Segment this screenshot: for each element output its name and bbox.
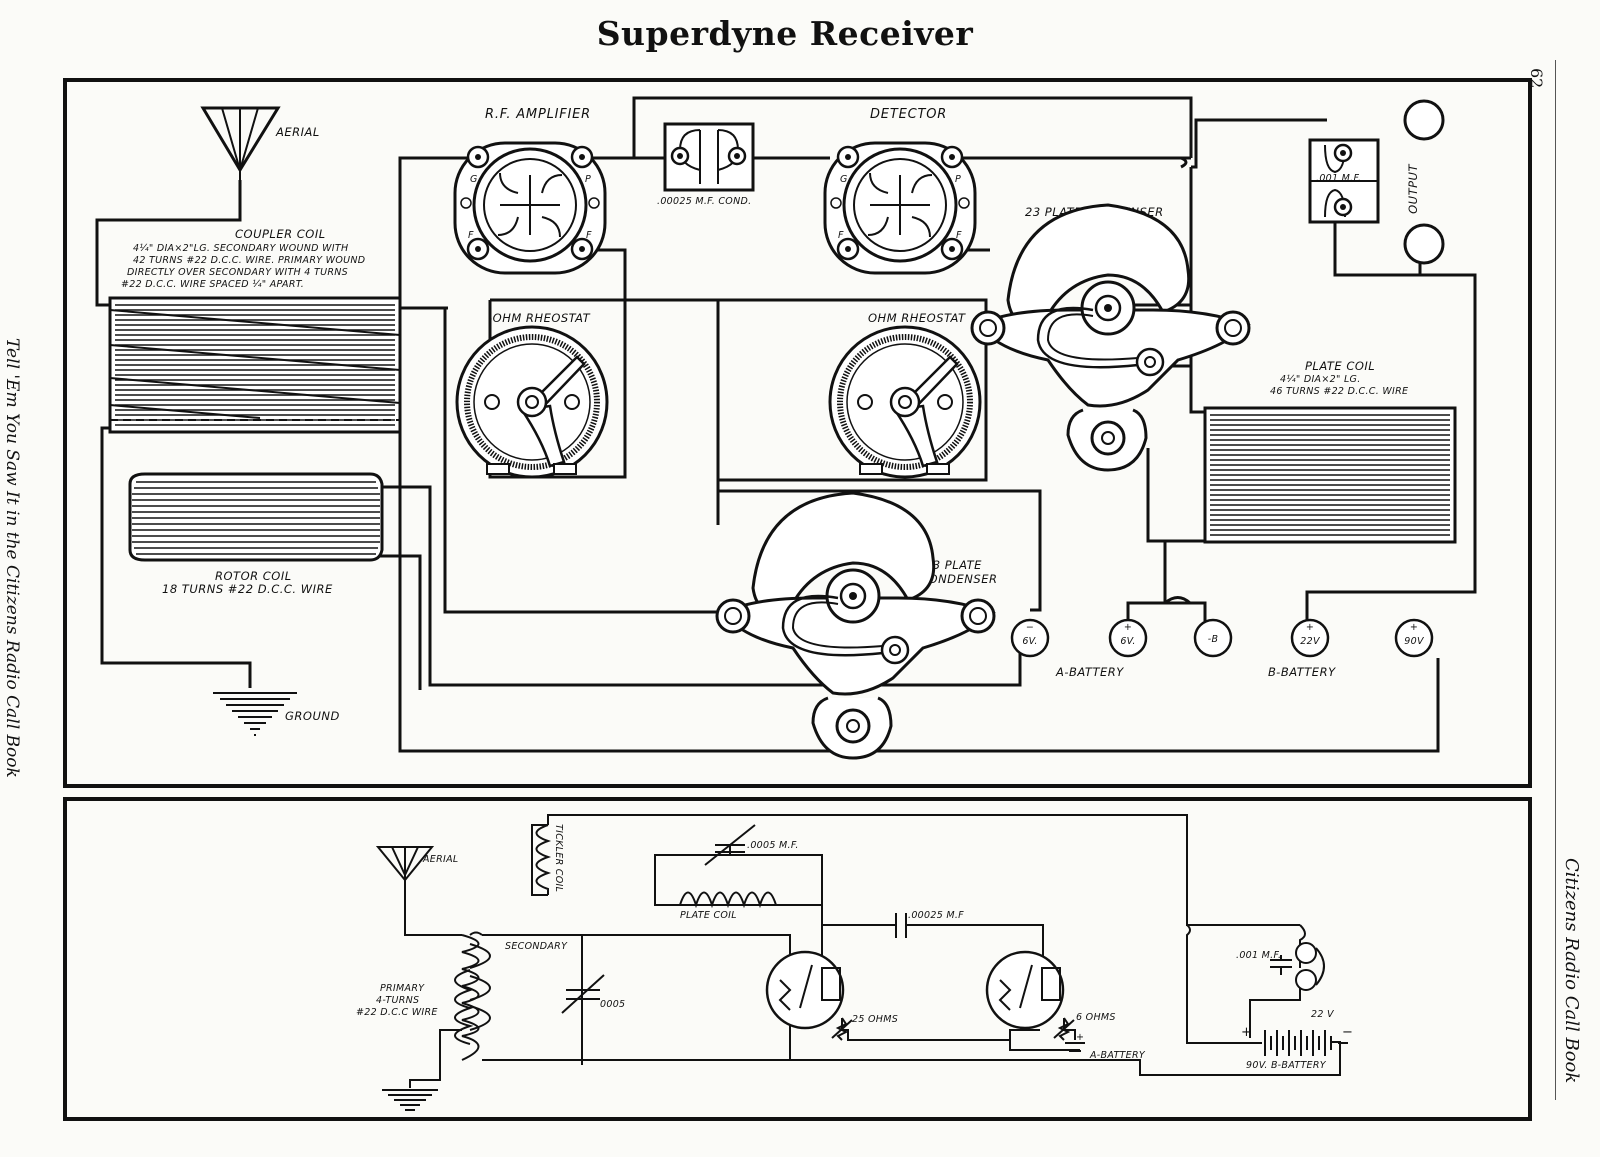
rf-socket-pin-f2: F bbox=[586, 230, 592, 241]
terminal-a-plus-label: 6V. bbox=[1120, 636, 1135, 647]
schematic-var-cond-label: .0005 M.F. bbox=[747, 840, 799, 851]
ground-label: GROUND bbox=[285, 709, 340, 723]
grid-condenser-drawing bbox=[663, 122, 755, 192]
schematic-ground-icon bbox=[382, 1089, 438, 1111]
schematic-tickler-label: TICKLER COIL bbox=[553, 824, 564, 892]
plate-coil-drawing bbox=[1203, 406, 1457, 544]
output-jack-top bbox=[1403, 99, 1445, 141]
det-socket-pin-p: P bbox=[955, 174, 961, 185]
plate-condenser-lower bbox=[715, 491, 996, 760]
schematic-tickler-coil bbox=[535, 824, 552, 895]
aerial-label: AERIAL bbox=[275, 125, 320, 139]
schematic-rheostat-25-label: 25 OHMS bbox=[852, 1014, 898, 1025]
coupler-coil-desc-4: #22 D.C.C. WIRE SPACED ¼" APART. bbox=[121, 279, 304, 290]
plate-condenser-lower-label-2: CONDENSER bbox=[920, 572, 997, 586]
schematic-plate-coil-label: PLATE COIL bbox=[680, 910, 737, 921]
rotor-coil-drawing bbox=[128, 472, 384, 562]
terminal-b-22v-label: 22V bbox=[1300, 636, 1321, 647]
rf-socket-pin-p: P bbox=[585, 174, 591, 185]
schematic-b-battery-label: 90V. B-BATTERY bbox=[1246, 1060, 1327, 1071]
schematic-rf-tube bbox=[765, 950, 845, 1030]
rf-amplifier-label: R.F. AMPLIFIER bbox=[485, 107, 591, 122]
schematic-a-battery-label: A-BATTERY bbox=[1089, 1050, 1146, 1061]
terminal-a-minus-label: 6V. bbox=[1022, 636, 1037, 647]
schematic-tuning-condenser-label: 0005 bbox=[600, 999, 625, 1010]
schematic-grid-condenser bbox=[895, 913, 907, 938]
det-socket-pin-f1: F bbox=[838, 230, 844, 241]
schematic-primary-label-1: PRIMARY bbox=[380, 983, 425, 994]
output-condenser-label: .001 M.F. bbox=[1316, 173, 1361, 184]
terminal-b-90v-label: 90V bbox=[1404, 636, 1425, 647]
schematic-panel-frame bbox=[63, 797, 1532, 1121]
output-condenser-drawing bbox=[1308, 138, 1380, 224]
coupler-coil-desc-3: DIRECTLY OVER SECONDARY WITH 4 TURNS bbox=[127, 267, 348, 278]
schematic-coupler-coil bbox=[454, 934, 491, 1061]
coupler-coil-title: COUPLER COIL bbox=[235, 227, 326, 241]
detector-label: DETECTOR bbox=[870, 107, 947, 122]
schematic-aerial-label: AERIAL bbox=[422, 854, 459, 865]
schematic-primary-label-3: #22 D.C.C WIRE bbox=[356, 1007, 438, 1018]
rf-socket-pin-g: G bbox=[470, 174, 478, 185]
a-battery-label: A-BATTERY bbox=[1055, 665, 1124, 679]
schematic-output bbox=[1270, 942, 1325, 991]
schematic-primary-label-2: 4-TURNS bbox=[376, 995, 419, 1006]
plate-coil-desc-2: 46 TURNS #22 D.C.C. WIRE bbox=[1270, 386, 1408, 397]
coupler-coil-desc-1: 4¼" DIA×2"LG. SECONDARY WOUND WITH bbox=[133, 243, 348, 254]
schematic-b-tap-label: 22 V bbox=[1311, 1009, 1335, 1020]
plate-coil-desc-1: 4¼" DIA×2" LG. bbox=[1280, 374, 1361, 385]
schematic-rheostat-25 bbox=[831, 1017, 853, 1041]
detector-socket bbox=[823, 141, 977, 275]
schematic-secondary-label: SECONDARY bbox=[505, 941, 568, 952]
schematic-b-battery-plus: + bbox=[1241, 1025, 1253, 1040]
schematic-a-battery bbox=[1065, 1042, 1085, 1052]
schematic-output-cond-label: .001 M.F. bbox=[1236, 950, 1281, 961]
rheostat-left-label: -OHM RHEOSTAT bbox=[488, 311, 591, 325]
rotor-coil-desc: 18 TURNS #22 D.C.C. WIRE bbox=[162, 582, 333, 596]
rf-amplifier-socket bbox=[453, 141, 607, 275]
grid-condenser-label: .00025 M.F. COND. bbox=[657, 196, 751, 207]
det-socket-pin-f2: F bbox=[956, 230, 962, 241]
plate-condenser-lower-label-1: 23 PLATE bbox=[925, 558, 982, 572]
page-title: Superdyne Receiver bbox=[596, 14, 974, 53]
rheostat-right-label: OHM RHEOSTAT bbox=[868, 311, 966, 325]
coupler-coil-desc-2: 42 TURNS #22 D.C.C. WIRE. PRIMARY WOUND bbox=[133, 255, 365, 266]
terminal-b-90v-sign: + bbox=[1410, 622, 1418, 633]
schematic-grid-condenser-label: .00025 M.F bbox=[908, 910, 964, 921]
b-battery-label: B-BATTERY bbox=[1268, 665, 1336, 679]
pictorial-panel-frame bbox=[63, 78, 1532, 788]
det-socket-pin-g: G bbox=[840, 174, 848, 185]
coupler-coil-drawing bbox=[108, 296, 402, 434]
schematic-rheostat-6 bbox=[1053, 1017, 1075, 1041]
rf-rheostat bbox=[457, 327, 607, 477]
aerial-antenna-icon bbox=[200, 106, 281, 180]
rotor-coil-title: ROTOR COIL bbox=[215, 569, 292, 583]
schematic-rheostat-6-label: 6 OHMS bbox=[1076, 1012, 1116, 1023]
terminal-a-minus-sign: − bbox=[1026, 622, 1034, 633]
schematic-plate-coil bbox=[654, 824, 823, 909]
detector-rheostat bbox=[830, 327, 980, 477]
terminal-b-22v-sign: + bbox=[1306, 622, 1314, 633]
terminal-a-plus-sign: + bbox=[1124, 622, 1132, 633]
schematic-aerial-icon bbox=[375, 846, 435, 882]
plate-coil-title: PLATE COIL bbox=[1305, 359, 1375, 373]
schematic-detector-tube bbox=[985, 950, 1065, 1030]
output-jack-bottom bbox=[1403, 223, 1445, 265]
margin-rule bbox=[1555, 60, 1556, 1100]
schematic-b-battery bbox=[1245, 1030, 1348, 1056]
schematic-b-battery-minus: − bbox=[1342, 1025, 1354, 1040]
terminal-b-minus-label: -B bbox=[1208, 634, 1219, 645]
ground-symbol-icon bbox=[213, 692, 297, 736]
rf-socket-pin-f1: F bbox=[468, 230, 474, 241]
output-label: OUTPUT bbox=[1406, 164, 1420, 214]
schematic-a-battery-plus: + bbox=[1076, 1032, 1084, 1043]
schematic-tuning-condenser bbox=[561, 974, 605, 1014]
